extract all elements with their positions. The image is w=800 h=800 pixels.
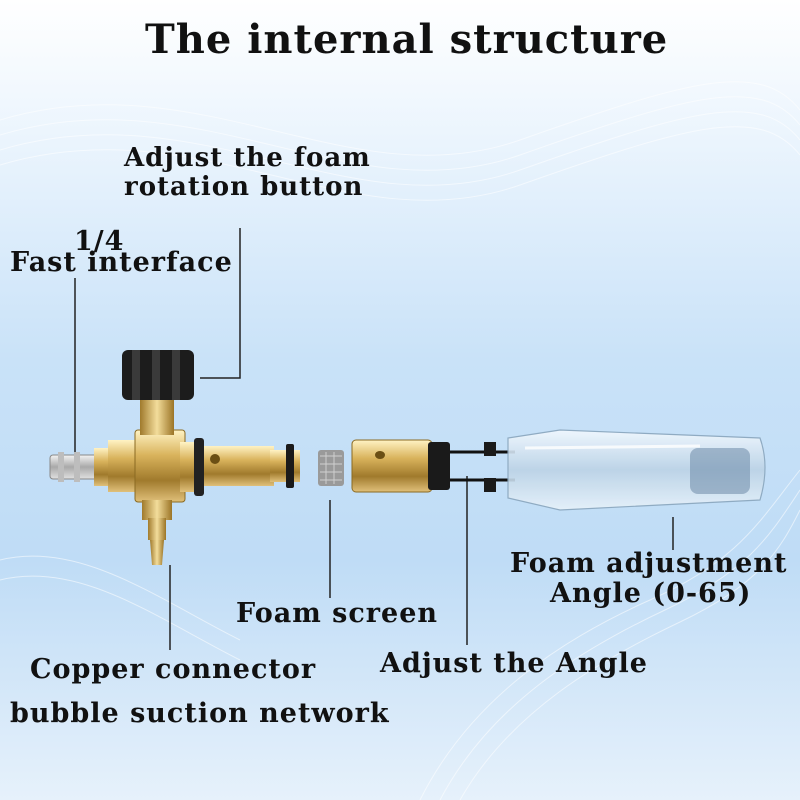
foam-bottle	[507, 429, 766, 511]
page-title: The internal structure	[145, 16, 669, 63]
label-copper-connector-line1: Copper connector	[30, 654, 317, 685]
label-rotation-button-line1: Adjust the foam	[124, 143, 371, 173]
foam-screen-mesh	[318, 450, 344, 486]
brass-nozzle-sleeve	[351, 439, 450, 493]
label-rotation-button-line2: rotation button	[124, 172, 364, 202]
foam-rotation-knob	[122, 350, 194, 435]
leader-rotation-button	[200, 228, 241, 379]
label-adjust-angle: Adjust the Angle	[380, 648, 648, 679]
label-copper-connector-line2: bubble suction network	[10, 698, 390, 729]
background-waves	[0, 81, 800, 800]
quick-connector-plug	[49, 448, 108, 486]
copper-connector-nipple	[142, 500, 172, 565]
adjustment-rods	[450, 442, 515, 492]
label-foam-adjustment-line2: Angle (0-65)	[550, 578, 752, 609]
label-foam-adjustment-line1: Foam adjustment	[510, 548, 788, 579]
label-fast-interface-line1: 1/4	[74, 226, 125, 257]
label-fast-interface-line2: Fast interface	[10, 247, 233, 278]
label-foam-screen: Foam screen	[236, 598, 439, 629]
leader-lines	[74, 228, 674, 650]
brass-valve-body	[108, 429, 300, 503]
